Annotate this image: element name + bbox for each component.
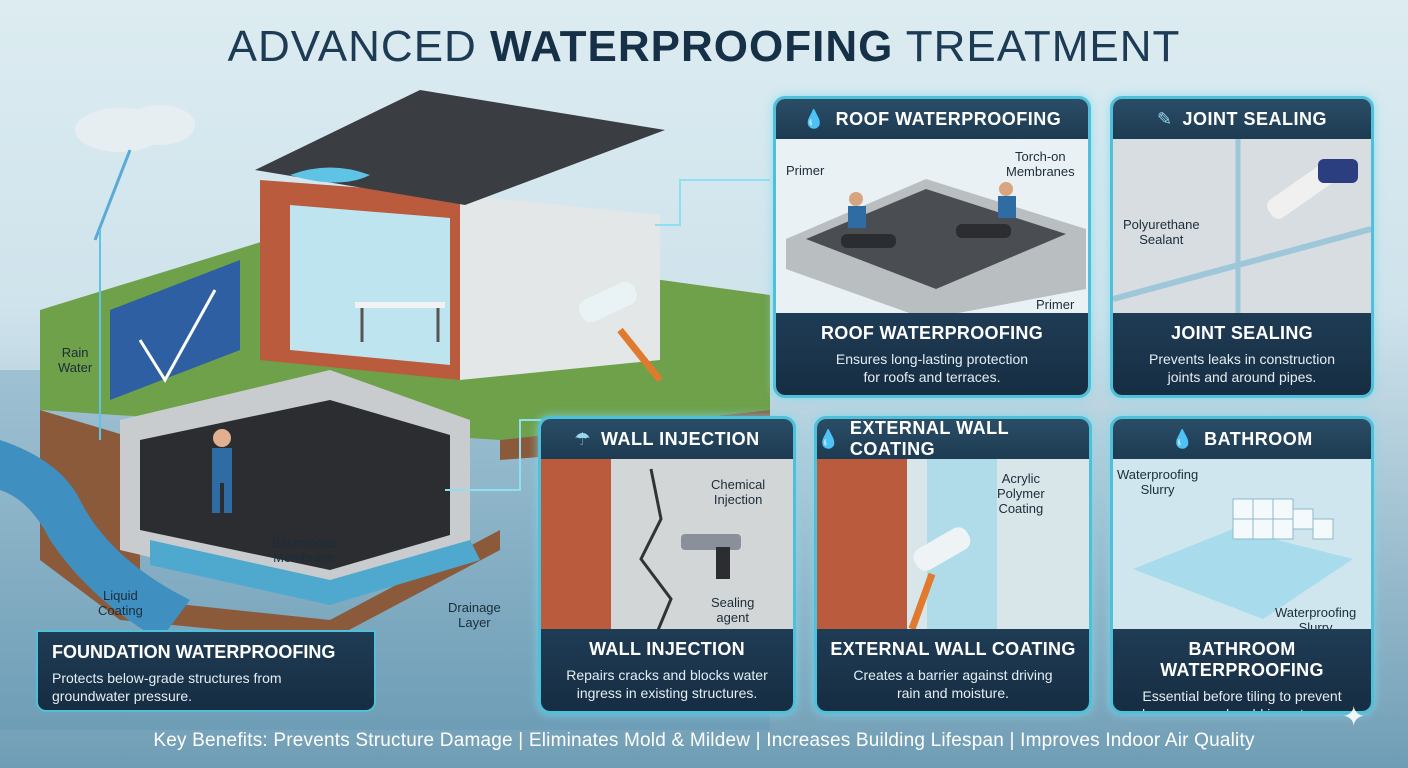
bathroom-panel-header: 💧BATHROOM bbox=[1113, 419, 1371, 459]
primer-top-label: Primer bbox=[786, 163, 825, 178]
crack-icon: ☂ bbox=[574, 428, 591, 449]
bathroom-illustration bbox=[1113, 459, 1371, 635]
bathroom-foot-title: BATHROOM WATERPROOFING bbox=[1160, 639, 1324, 680]
foundation-card: FOUNDATION WATERPROOFING Protects below-… bbox=[36, 630, 376, 712]
water-drop-icon: 💧 bbox=[817, 428, 840, 449]
water-drop-icon: 💧 bbox=[802, 108, 826, 129]
external-foot-title: EXTERNAL WALL COATING bbox=[830, 639, 1076, 659]
foundation-title: FOUNDATION WATERPROOFING bbox=[52, 642, 336, 662]
roof-panel-footer: ROOF WATERPROOFING Ensures long-lasting … bbox=[776, 313, 1088, 395]
key-benefits-bar: Key Benefits: Prevents Structure Damage … bbox=[153, 730, 1255, 751]
water-drop-icon: 💧 bbox=[1171, 428, 1195, 449]
bathroom-panel-footer: BATHROOM WATERPROOFING Essential before … bbox=[1113, 629, 1371, 711]
primer-bottom-label: Primer bbox=[1036, 297, 1075, 312]
roof-foot-title: ROOF WATERPROOFING bbox=[820, 323, 1044, 343]
external-panel-footer: EXTERNAL WALL COATING Creates a barrier … bbox=[817, 629, 1089, 711]
joint-panel-footer: JOINT SEALING Prevents leaks in construc… bbox=[1113, 313, 1371, 395]
wall-injection-foot-title: WALL INJECTION bbox=[589, 639, 745, 659]
external-illustration bbox=[817, 459, 1089, 635]
sparkle-icon: ✦ bbox=[1342, 701, 1366, 732]
joint-foot-title: JOINT SEALING bbox=[1171, 323, 1313, 343]
wall-injection-panel-footer: WALL INJECTION Repairs cracks and blocks… bbox=[541, 629, 793, 711]
joint-illustration bbox=[1113, 139, 1371, 319]
roof-illustration bbox=[776, 139, 1088, 319]
page-title: ADVANCED WATERPROOFING TREATMENT bbox=[227, 22, 1181, 71]
external-panel-header: 💧EXTERNAL WALL COATING bbox=[817, 419, 1089, 459]
wall-injection-panel-header: ☂WALL INJECTION bbox=[541, 419, 793, 459]
joint-panel-header: ✎JOINT SEALING bbox=[1113, 99, 1371, 139]
sealant-icon: ✎ bbox=[1156, 108, 1173, 129]
roof-panel-header: 💧ROOF WATERPROOFING bbox=[776, 99, 1088, 139]
wall-injection-illustration bbox=[541, 459, 793, 636]
